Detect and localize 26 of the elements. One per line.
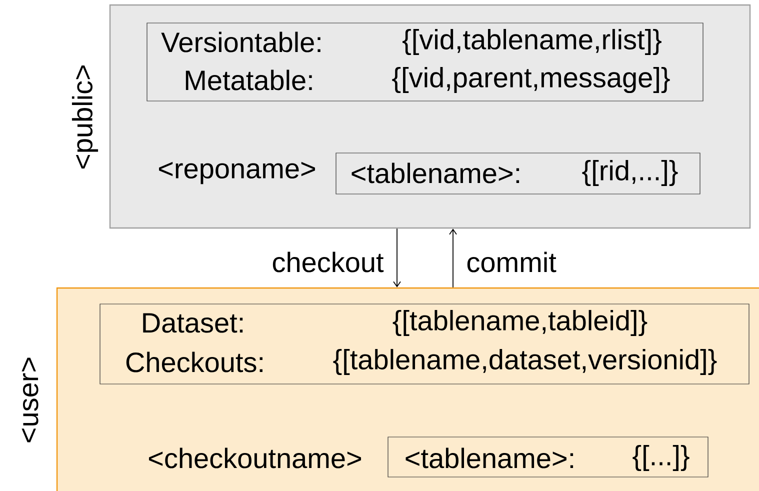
field-text: <tablename>: [406,448,574,468]
edge-label: checkout [272,252,384,272]
table-box [388,436,708,478]
arrow [393,228,401,288]
field-text: <tablename>: [352,162,520,184]
edge-label: commit [467,252,556,272]
field-text: {[tablename,dataset,versionid]} [333,348,717,376]
panel [109,4,751,229]
table-box [336,152,700,194]
table-box [146,22,704,102]
table-box [100,304,750,384]
field-text: {[rid,...]} [582,160,678,186]
schema-label: <reponame> [159,162,315,184]
field-text: Checkouts: [126,352,262,372]
field-text: Versiontable: [161,32,320,52]
panel-label: <public> [72,65,98,169]
schema-label: <checkoutname> [148,448,361,468]
field-text: {[vid,tablename,rlist]} [402,28,662,56]
field-text: Metatable: [186,70,312,90]
panel [56,287,759,491]
arrow [449,228,457,288]
panel-label: <user> [22,358,38,442]
field-text: Dataset: [143,313,243,333]
field-text: {[vid,parent,message]} [392,66,670,94]
field-text: {[...]} [632,444,690,472]
field-text: {[tablename,tableid]} [392,310,648,336]
